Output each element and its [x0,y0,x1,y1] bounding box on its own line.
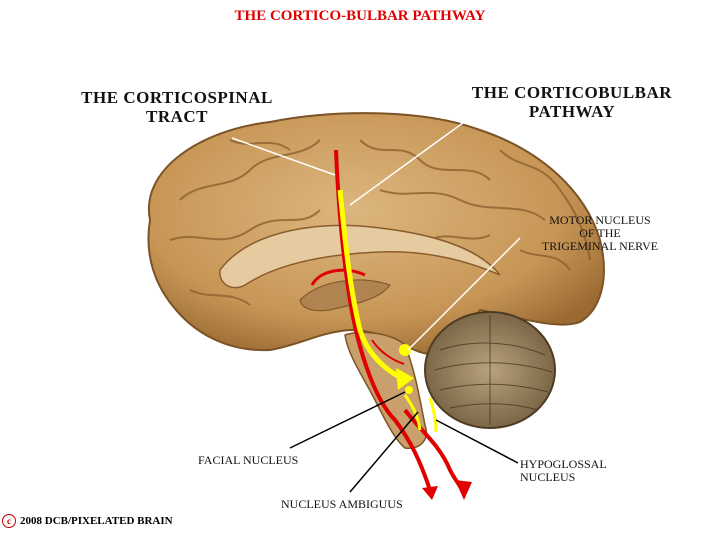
corticospinal-arrowhead-2 [455,480,472,500]
corticobulbar-arrowhead [396,368,414,390]
copyright-notice: c 2008 DCB/PIXELATED BRAIN [2,514,173,528]
copyright-text: 2008 DCB/PIXELATED BRAIN [20,515,173,527]
corticospinal-tract-label: THE CORTICOSPINAL TRACT [81,88,273,126]
facial-nucleus-label: FACIAL NUCLEUS [198,453,299,467]
corticospinal-tract [334,149,432,491]
corticobulbar-pathway-label: THE CORTICOBULBAR PATHWAY [471,83,673,121]
facial-pointer [289,391,406,449]
page-title: THE CORTICO-BULBAR PATHWAY [234,8,486,24]
corticospinal-pointer [231,137,336,176]
copyright-icon: c [2,514,16,528]
corpus-callosum [219,224,501,289]
hypoglossal-pointer [435,419,519,464]
corticospinal-arrowhead-1 [422,486,438,500]
trigeminal-nucleus-label: MOTOR NUCLEUS OF THE TRIGEMINAL NERVE [541,213,659,253]
corticobulbar-pathway [337,189,407,383]
trigeminal-nucleus-dot [399,344,411,356]
ambiguus-pointer [349,411,419,493]
red-thalamic-outline [310,268,366,286]
hypoglossal-nucleus-label: HYPOGLOSSAL NUCLEUS [520,457,607,484]
facial-nucleus-dot [405,386,413,394]
nucleus-ambiguus-label: NUCLEUS AMBIGUUS [281,497,403,511]
trigeminal-pointer [407,237,521,351]
corticobulbar-pointer [349,111,479,206]
